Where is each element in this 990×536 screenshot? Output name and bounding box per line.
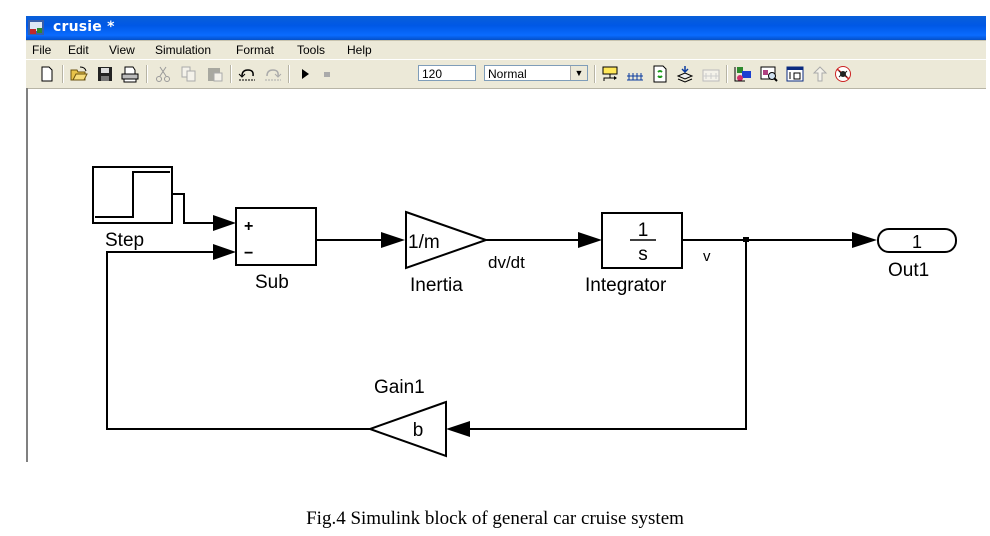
toolbar-separator xyxy=(146,65,148,83)
inertia-gain-block[interactable] xyxy=(405,210,490,270)
inertia-gain-value: 1/m xyxy=(408,232,440,253)
build-subsystem-icon[interactable] xyxy=(601,65,619,83)
arrowhead xyxy=(578,232,602,248)
gain1-label: Gain1 xyxy=(374,377,425,398)
arrowhead xyxy=(213,215,236,231)
open-folder-icon[interactable] xyxy=(70,65,88,83)
simulation-mode-select[interactable]: Normal ▼ xyxy=(484,65,588,81)
menu-view[interactable]: View xyxy=(109,43,135,57)
gain1-block[interactable] xyxy=(367,400,447,458)
step-label: Step xyxy=(105,230,144,251)
update-diagram-icon[interactable] xyxy=(676,65,694,83)
refresh-icon[interactable] xyxy=(651,65,669,83)
simulink-model-icon xyxy=(28,20,44,35)
figure-caption: Fig.4 Simulink block of general car crui… xyxy=(306,508,684,529)
simulation-mode-value: Normal xyxy=(488,67,527,81)
menu-format[interactable]: Format xyxy=(236,43,275,57)
library-browser-icon[interactable] xyxy=(734,65,752,83)
inertia-label: Inertia xyxy=(410,275,463,296)
copy-icon[interactable] xyxy=(180,65,198,83)
undo-icon[interactable] xyxy=(238,65,256,83)
arrowhead xyxy=(213,244,236,260)
save-disk-icon[interactable] xyxy=(96,65,114,83)
menu-tools[interactable]: Tools xyxy=(297,43,326,57)
branch-point xyxy=(743,237,749,242)
sub-minus-port: − xyxy=(244,245,253,262)
signal-feedback-v[interactable] xyxy=(466,240,747,430)
sub-label: Sub xyxy=(255,272,289,293)
debugger-icon[interactable] xyxy=(786,65,804,83)
canvas-left-border xyxy=(26,88,28,462)
arrowhead xyxy=(446,421,470,437)
stop-icon[interactable] xyxy=(318,65,336,83)
toolbar-separator xyxy=(726,65,728,83)
gain1-value: b xyxy=(413,420,424,441)
signal-label-v: v xyxy=(703,248,711,265)
toolbar-separator xyxy=(288,65,290,83)
integrator-label: Integrator xyxy=(585,275,667,296)
build-all-icon[interactable] xyxy=(702,65,720,83)
model-explorer-icon[interactable] xyxy=(760,65,778,83)
window-title: crusie * xyxy=(53,19,115,35)
incremental-build-icon[interactable] xyxy=(626,65,644,83)
chevron-down-icon[interactable]: ▼ xyxy=(570,66,587,80)
redo-icon[interactable] xyxy=(264,65,282,83)
toolbar-separator xyxy=(230,65,232,83)
menu-file[interactable]: File xyxy=(32,43,52,57)
sub-plus-port: + xyxy=(244,218,253,235)
print-icon[interactable] xyxy=(121,65,139,83)
out1-label: Out1 xyxy=(888,260,929,281)
signal-feedback-to-sub[interactable] xyxy=(106,251,370,430)
toolbar-separator xyxy=(594,65,596,83)
menu-bar: File Edit View Simulation Format Tools H… xyxy=(26,40,986,59)
step-block[interactable] xyxy=(92,166,173,224)
toolbar: 120 Normal ▼ xyxy=(26,59,986,89)
arrowhead xyxy=(381,232,405,248)
paste-icon[interactable] xyxy=(206,65,224,83)
sub-block[interactable] xyxy=(235,207,317,266)
menu-simulation[interactable]: Simulation xyxy=(155,43,212,57)
toolbar-separator xyxy=(62,65,64,83)
signal-label-dvdt: dv/dt xyxy=(488,253,525,272)
simulink-window: crusie * File Edit View Simulation Forma… xyxy=(26,16,986,462)
cut-scissors-icon[interactable] xyxy=(154,65,172,83)
play-icon[interactable] xyxy=(296,65,314,83)
integrator-denominator: s xyxy=(638,244,648,265)
signal-step-to-sub[interactable] xyxy=(172,193,218,224)
model-advisor-icon[interactable] xyxy=(834,65,852,83)
arrowhead xyxy=(852,232,877,248)
title-bar[interactable]: crusie * xyxy=(26,16,986,40)
go-to-parent-icon[interactable] xyxy=(811,65,829,83)
menu-edit[interactable]: Edit xyxy=(68,43,89,57)
out1-port-block[interactable] xyxy=(877,228,957,253)
stop-time-input[interactable]: 120 xyxy=(418,65,476,81)
new-model-icon[interactable] xyxy=(38,65,56,83)
menu-help[interactable]: Help xyxy=(347,43,372,57)
out1-port-number: 1 xyxy=(912,232,922,252)
integrator-numerator: 1 xyxy=(638,220,649,241)
